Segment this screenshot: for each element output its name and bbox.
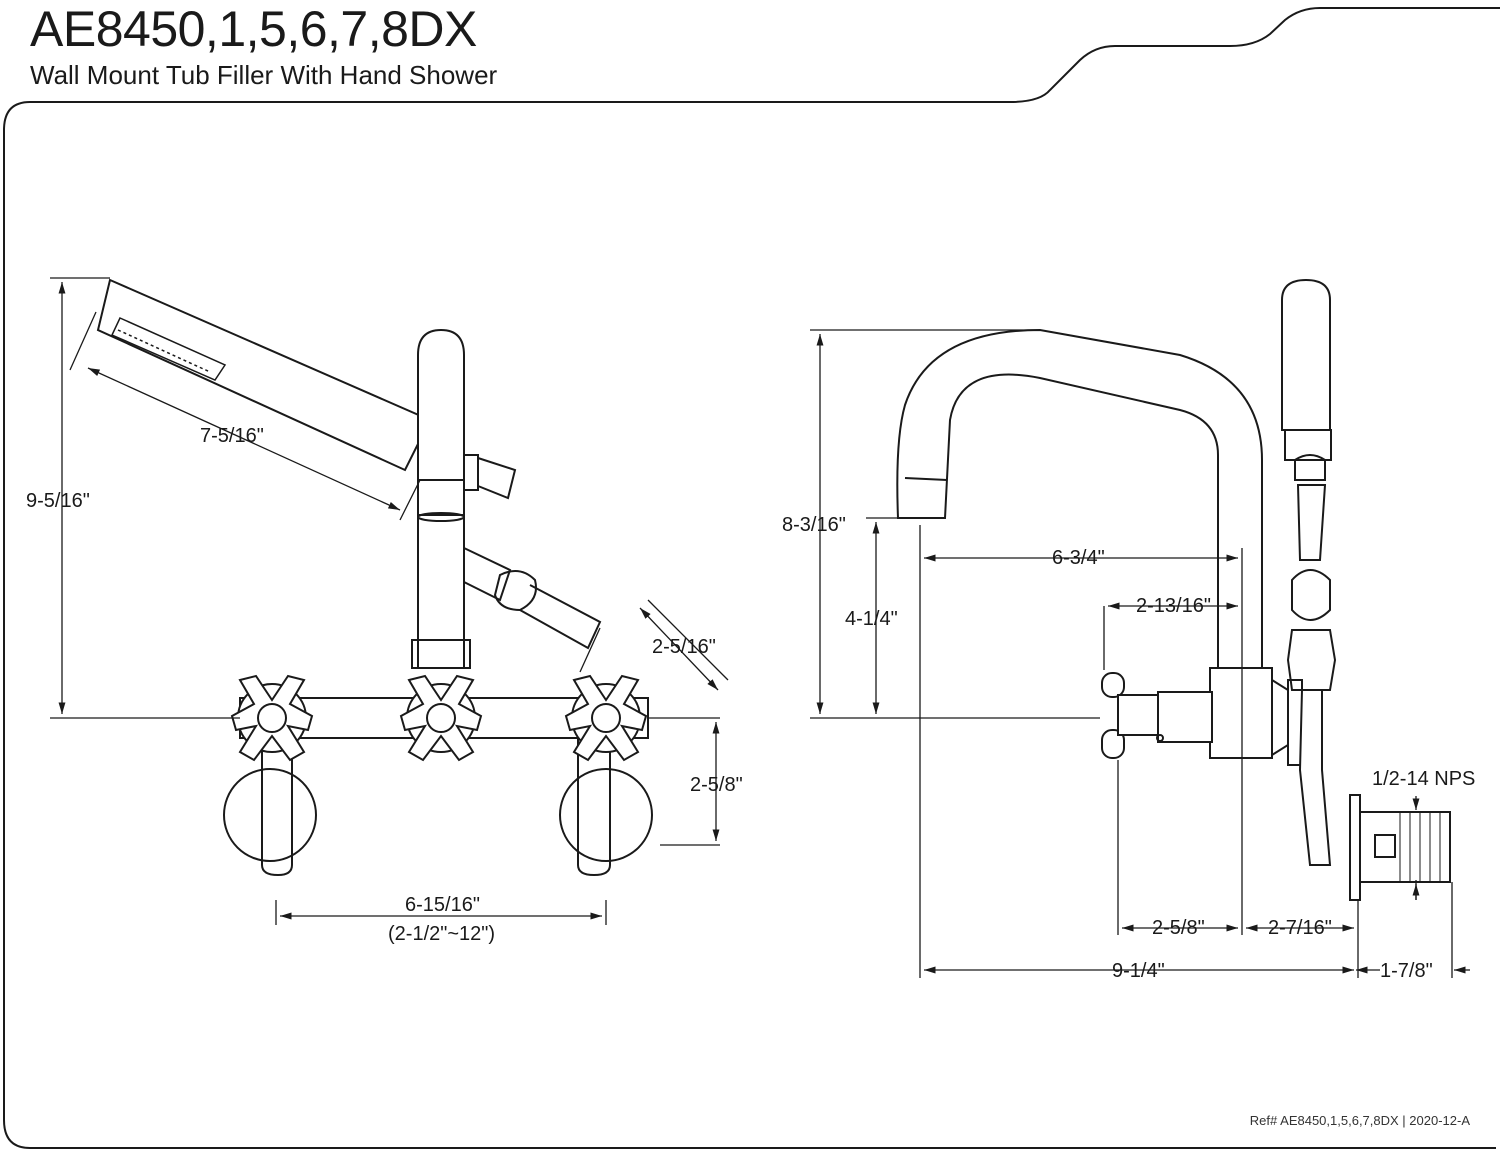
side-view [896, 278, 1451, 901]
dim-flange-drop: 2-5/8" [690, 774, 743, 796]
cross-handle-right [564, 674, 648, 762]
dim-wall-to-body: 2-7/16" [1268, 917, 1332, 939]
hand-shower [96, 278, 432, 472]
dim-overall-height: 9-5/16" [26, 490, 90, 512]
dim-connection-thread: 1/2-14 NPS [1372, 768, 1475, 790]
valve-side [1101, 667, 1303, 766]
dim-spout-height: 8-3/16" [782, 514, 846, 536]
front-view [96, 278, 653, 877]
product-description: Wall Mount Tub Filler With Hand Shower [30, 60, 498, 90]
dim-handle-reach: 2-13/16" [1136, 595, 1211, 617]
dim-spread-range: (2-1/2"~12") [388, 923, 495, 945]
spout-side [896, 328, 1263, 671]
wall-bracket-side [1298, 689, 1451, 901]
dim-handshower-length: 7-5/16" [200, 425, 264, 447]
dim-handle-depth: 2-5/8" [1152, 917, 1205, 939]
dim-spout-reach: 6-3/4" [1052, 547, 1105, 569]
dim-spout-clearance: 4-1/4" [845, 608, 898, 630]
cross-handle-center [399, 674, 483, 762]
model-number-title: AE8450,1,5,6,7,8DX [30, 1, 477, 57]
cross-handle-left [230, 674, 314, 762]
dim-center-spread: 6-15/16" [405, 894, 480, 916]
hose-connectors [463, 454, 602, 650]
dim-hose-offset: 2-5/16" [652, 636, 716, 658]
reference-number: Ref# AE8450,1,5,6,7,8DX | 2020-12-A [1249, 1113, 1470, 1128]
wall-flanges [223, 738, 653, 877]
spout-tube [411, 328, 471, 669]
dim-overall-depth: 9-1/4" [1112, 960, 1165, 982]
hand-shower-side [1281, 278, 1337, 691]
drawing-frame [3, 7, 1500, 1149]
front-dimensions [50, 277, 729, 925]
side-dimensions [810, 329, 1470, 978]
dim-nipple-length: 1-7/8" [1380, 960, 1433, 982]
